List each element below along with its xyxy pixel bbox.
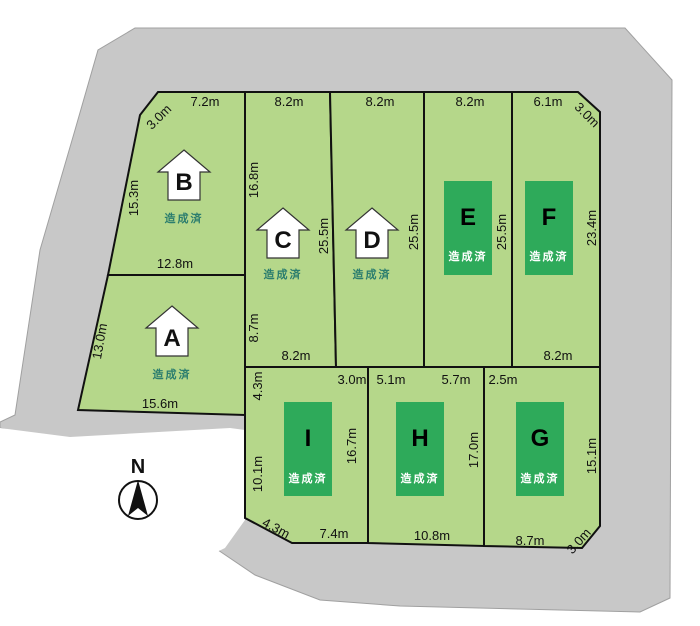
lot-i-status: 造成済 — [289, 471, 328, 485]
lot-f-status: 造成済 — [530, 249, 569, 263]
dim-label: 5.1m — [377, 372, 406, 387]
dim-label: 23.4m — [584, 210, 599, 246]
lot-i-letter: I — [305, 425, 312, 452]
dim-label: 4.3m — [250, 372, 265, 401]
lot-d-status: 造成済 — [353, 267, 392, 281]
dim-label: 7.2m — [191, 94, 220, 109]
dim-label: 8.2m — [544, 348, 573, 363]
dim-label: 10.1m — [250, 456, 265, 492]
dim-label: 8.2m — [456, 94, 485, 109]
lot-a-letter: A — [163, 325, 180, 352]
dim-label: 8.7m — [246, 314, 261, 343]
north-label: N — [131, 456, 145, 478]
lot-g-letter: G — [531, 425, 550, 452]
pad-h — [396, 402, 444, 496]
dim-label: 3.0m — [338, 372, 367, 387]
dim-label: 10.8m — [414, 528, 450, 543]
house-icon — [156, 149, 212, 201]
dim-label: 16.8m — [246, 162, 261, 198]
lot-e-letter: E — [460, 204, 476, 231]
lot-h-letter: H — [411, 425, 428, 452]
dim-label: 16.7m — [344, 428, 359, 464]
compass-icon — [118, 480, 158, 520]
dim-label: 25.5m — [316, 218, 331, 254]
dim-label: 25.5m — [494, 214, 509, 250]
lot-e-status: 造成済 — [449, 249, 488, 263]
lot-b-letter: B — [175, 169, 192, 196]
dim-label: 2.5m — [489, 372, 518, 387]
dim-label: 15.3m — [126, 180, 141, 216]
lot-b-status: 造成済 — [165, 211, 204, 225]
pad-e — [444, 181, 492, 275]
dim-label: 8.2m — [366, 94, 395, 109]
dim-label: 15.1m — [584, 438, 599, 474]
dim-label: 13.0m — [89, 322, 110, 360]
dim-label: 8.2m — [275, 94, 304, 109]
lot-c-status: 造成済 — [264, 267, 303, 281]
dim-label: 8.2m — [282, 348, 311, 363]
lot-h-status: 造成済 — [401, 471, 440, 485]
pad-g — [516, 402, 564, 496]
lot-a-status: 造成済 — [153, 367, 192, 381]
pad-i — [284, 402, 332, 496]
dim-label: 5.7m — [442, 372, 471, 387]
house-icon — [255, 207, 311, 259]
dim-label: 8.7m — [516, 533, 545, 548]
pad-f — [525, 181, 573, 275]
lot-g-status: 造成済 — [521, 471, 560, 485]
house-icon — [144, 305, 200, 357]
lot-d-letter: D — [363, 227, 380, 254]
dim-label: 15.6m — [142, 396, 178, 411]
lot-c-letter: C — [274, 227, 291, 254]
dim-label: 17.0m — [466, 432, 481, 468]
house-icon — [344, 207, 400, 259]
dim-label: 12.8m — [157, 256, 193, 271]
dim-label: 25.5m — [406, 214, 421, 250]
dim-label: 6.1m — [534, 94, 563, 109]
dim-label: 7.4m — [320, 526, 349, 541]
lot-f-letter: F — [542, 204, 557, 231]
